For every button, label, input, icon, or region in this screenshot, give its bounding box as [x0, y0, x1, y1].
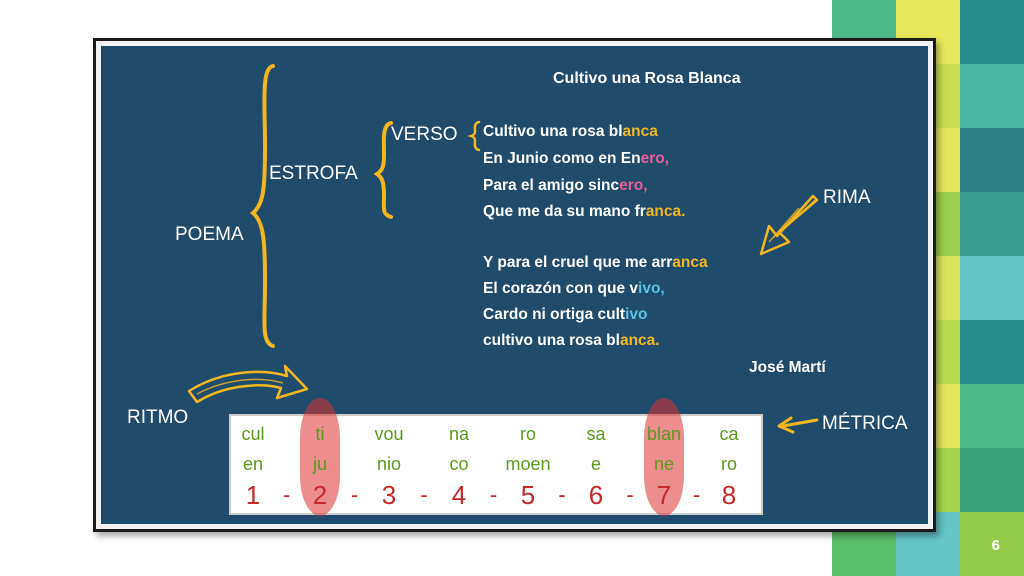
- mosaic-tile: [960, 448, 1024, 512]
- label-estrofa: ESTROFA: [269, 163, 358, 184]
- rhyme-ending: anca.: [619, 332, 660, 349]
- syllable-row1: sa: [586, 424, 606, 444]
- verse-2: En Junio como en Enero,: [483, 150, 669, 168]
- syllable-row2: e: [590, 454, 601, 474]
- syllable-number: 8: [721, 480, 737, 510]
- metrica-arrow-icon: [777, 416, 819, 434]
- verse-5: Y para el cruel que me arranca: [483, 254, 708, 272]
- syllable-row1: ro: [519, 424, 536, 444]
- syllable-number: 2: [312, 480, 328, 510]
- rhyme-ending: anca: [672, 254, 708, 271]
- rhyme-ending: ero,: [619, 177, 648, 194]
- mosaic-tile: [960, 512, 1024, 576]
- syllable-row2: en: [242, 454, 264, 474]
- blackboard: Cultivo una Rosa Blanca POEMA ESTROFA VE…: [101, 46, 928, 524]
- number-separator: -: [489, 482, 498, 507]
- verse-text: Para el amigo sinc: [483, 177, 620, 194]
- annotation-drawings: [187, 64, 819, 434]
- label-verso: VERSO: [391, 124, 458, 145]
- syllable-number: 6: [588, 480, 604, 510]
- verse-text: cultivo una rosa bl: [483, 332, 620, 349]
- syllable-row1: ca: [719, 424, 739, 444]
- verse-8: cultivo una rosa blanca.: [483, 332, 660, 350]
- syllable-row2: ne: [653, 454, 675, 474]
- verse-text: Cardo ni ortiga cult: [483, 306, 626, 323]
- verse-4: Que me da su mano franca.: [483, 203, 685, 221]
- number-separator: -: [282, 482, 291, 507]
- verse-6: El corazón con que vivo,: [483, 280, 665, 298]
- verse-text: Y para el cruel que me arr: [483, 254, 673, 271]
- verse-text: El corazón con que v: [483, 280, 639, 297]
- rhyme-ending: anca.: [645, 203, 686, 220]
- label-poema: POEMA: [175, 224, 244, 245]
- rhyme-ending: ivo,: [638, 280, 665, 297]
- ritmo-arrow-icon: [187, 364, 309, 404]
- syllable-row1: vou: [374, 424, 404, 444]
- poema-brace-icon: [249, 64, 275, 348]
- verse-1: Cultivo una rosa blanca: [483, 123, 658, 141]
- rima-arrow-icon: [759, 194, 819, 256]
- mosaic-tile: [960, 256, 1024, 320]
- syllable-row1: blan: [646, 424, 682, 444]
- syllable-row1: cul: [241, 424, 265, 444]
- verse-3: Para el amigo sincero,: [483, 177, 648, 195]
- blackboard-frame: Cultivo una Rosa Blanca POEMA ESTROFA VE…: [93, 38, 936, 532]
- syllable-number: 3: [381, 480, 397, 510]
- author: José Martí: [749, 359, 826, 376]
- rhyme-ending: ero,: [640, 150, 670, 167]
- syllable-row2: co: [449, 454, 469, 474]
- number-separator: -: [558, 482, 566, 507]
- stress-highlight: [644, 398, 684, 516]
- syllable-number: 5: [520, 480, 536, 510]
- syllable-row2: ro: [720, 454, 737, 474]
- syllable-row1: ti: [315, 424, 325, 444]
- number-separator: -: [420, 482, 428, 507]
- syllable-row2: moen: [505, 454, 551, 474]
- number-separator: -: [350, 482, 359, 507]
- syllable-number: 7: [656, 480, 672, 510]
- verse-text: Que me da su mano fr: [483, 203, 646, 220]
- verse-text: Cultivo una rosa bl: [483, 123, 623, 140]
- verse-text: En Junio como en En: [483, 150, 641, 167]
- syllable-number: 4: [451, 480, 467, 510]
- mosaic-tile: [960, 384, 1024, 448]
- syllable-number: 1: [245, 480, 261, 510]
- mosaic-tile: [960, 128, 1024, 192]
- syllable-row2: nio: [376, 454, 402, 474]
- verso-brace-icon: [467, 120, 481, 152]
- mosaic-tile: [960, 64, 1024, 128]
- syllable-row1: na: [448, 424, 470, 444]
- stress-highlight: [300, 398, 340, 516]
- label-ritmo: RITMO: [127, 407, 189, 428]
- number-separator: -: [626, 482, 634, 507]
- estrofa-brace-icon: [373, 121, 393, 219]
- poem-title: Cultivo una Rosa Blanca: [553, 70, 741, 87]
- rhyme-ending: ivo: [625, 306, 648, 323]
- page-number: 6: [991, 537, 1000, 554]
- mosaic-tile: [960, 0, 1024, 64]
- mosaic-tile: [960, 192, 1024, 256]
- verse-7: Cardo ni ortiga cultivo: [483, 306, 648, 324]
- label-rima: RIMA: [823, 187, 871, 208]
- syllable-row2: ju: [312, 454, 327, 474]
- mosaic-tile: [960, 320, 1024, 384]
- rhyme-ending: anca: [622, 123, 658, 140]
- number-separator: -: [692, 482, 701, 507]
- label-metrica: MÉTRICA: [822, 413, 908, 434]
